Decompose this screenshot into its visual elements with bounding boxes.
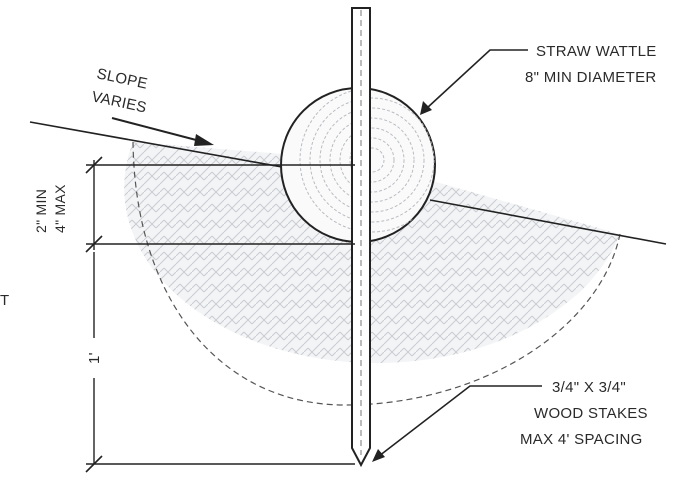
- wattle-label-line1: STRAW WATTLE: [536, 43, 657, 60]
- stake-label-line1: 3/4" X 3/4": [552, 379, 626, 396]
- slope-label-line2: VARIES: [90, 88, 148, 116]
- depth-dimension: [85, 252, 355, 473]
- edge-fragment-text: T: [0, 292, 9, 309]
- depth-label: 1': [86, 352, 103, 364]
- wood-stake: [351, 7, 371, 468]
- wattle-label-line2: 8" MIN DIAMETER: [525, 69, 657, 86]
- trench-outline: [132, 141, 621, 406]
- wattle-straw-rings: [299, 88, 435, 233]
- stake-label-line2: WOOD STAKES: [534, 405, 648, 422]
- stake-label-line3: MAX 4' SPACING: [520, 431, 643, 448]
- slope-arrow: [111, 117, 214, 146]
- slope-label-line1: SLOPE: [95, 65, 149, 92]
- embed-min-label: 2" MIN: [33, 189, 49, 233]
- embed-max-label: 4" MAX: [52, 184, 68, 233]
- embed-dimension: [85, 156, 355, 253]
- stake-leader: [372, 385, 542, 462]
- ground-slope-line: [29, 121, 667, 245]
- wattle-leader: [420, 49, 528, 115]
- trench-fill: [124, 142, 620, 364]
